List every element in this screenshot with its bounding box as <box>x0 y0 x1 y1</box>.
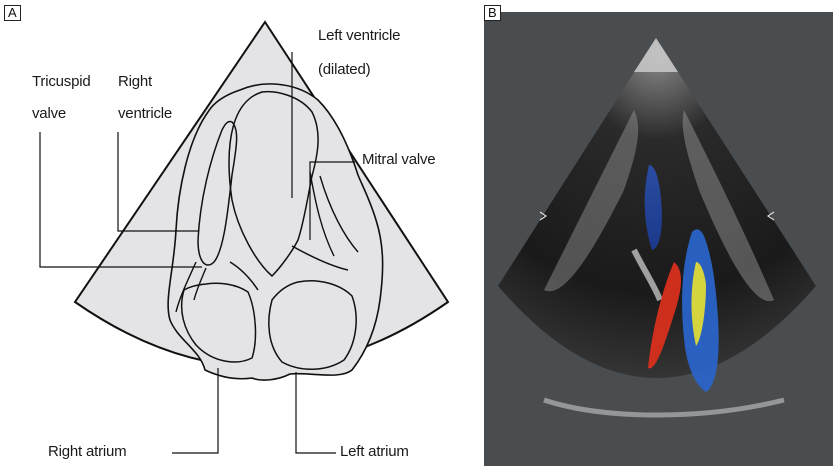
panel-letter-a: A <box>4 5 21 21</box>
echo-image <box>484 0 833 466</box>
label-lv-line1: Left ventricle <box>318 26 400 45</box>
heart-schematic <box>0 0 480 466</box>
echo-panel-b: B <box>484 0 833 466</box>
label-mitral: Mitral valve <box>362 150 435 169</box>
leader-left-atrium <box>296 372 336 453</box>
label-rv-line2: ventricle <box>118 104 172 123</box>
leader-right-atrium <box>172 368 218 453</box>
label-tricuspid-line1: Tricuspid <box>32 72 91 91</box>
panel-letter-b: B <box>484 5 501 21</box>
label-right-atrium: Right atrium <box>48 442 126 461</box>
label-rv-line1: Right <box>118 72 152 91</box>
label-left-atrium: Left atrium <box>340 442 409 461</box>
label-lv-line2: (dilated) <box>318 60 370 79</box>
heart-outer-wall <box>168 84 383 380</box>
diagram-panel-a: A Tricuspid valve Right ventricle Left v… <box>0 0 480 466</box>
label-tricuspid-line2: valve <box>32 104 66 123</box>
